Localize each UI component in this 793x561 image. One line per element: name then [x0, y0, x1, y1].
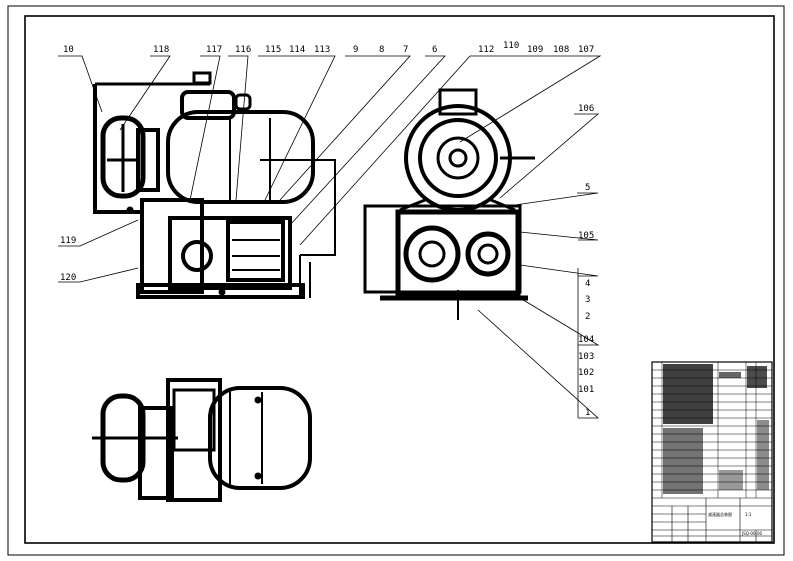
parts-list — [652, 362, 772, 499]
callout-105: 105 — [578, 231, 594, 241]
callout-119: 119 — [60, 236, 76, 246]
callout-102: 102 — [578, 368, 594, 378]
callout-3: 3 — [585, 295, 590, 305]
callout-10: 10 — [63, 45, 74, 55]
callout-112: 112 — [478, 45, 494, 55]
callout-2: 2 — [585, 312, 590, 322]
callout-labels: 10 118 117 116 115 114 113 9 8 7 6 112 1… — [60, 41, 594, 418]
leader-lines — [58, 55, 602, 419]
callout-7: 7 — [403, 45, 408, 55]
callout-4: 4 — [585, 279, 590, 289]
inner-border — [24, 15, 775, 544]
title-block-title: 减速器总装图 — [708, 511, 732, 517]
callout-116: 116 — [235, 45, 251, 55]
title-area — [652, 498, 772, 542]
callout-115: 115 — [265, 45, 281, 55]
title-block-scale: 1:1 — [745, 512, 752, 517]
outer-border — [7, 5, 785, 556]
callout-118: 118 — [153, 45, 169, 55]
callout-6: 6 — [432, 45, 437, 55]
callout-9: 9 — [353, 45, 358, 55]
callout-110: 110 — [503, 41, 519, 51]
callout-120: 120 — [60, 273, 76, 283]
callout-103: 103 — [578, 352, 594, 362]
title-block-drawing-no: JSQ-00-00 — [741, 531, 763, 536]
callout-109: 109 — [527, 45, 543, 55]
callout-113: 113 — [314, 45, 330, 55]
callout-1: 1 — [585, 408, 590, 418]
side-view — [363, 88, 535, 320]
callout-106: 106 — [578, 104, 594, 114]
callout-104: 104 — [578, 335, 594, 345]
callout-107: 107 — [578, 45, 594, 55]
callout-114: 114 — [289, 45, 305, 55]
front-view — [93, 71, 336, 299]
callout-117: 117 — [206, 45, 222, 55]
callout-101: 101 — [578, 385, 594, 395]
callout-8: 8 — [379, 45, 384, 55]
top-view — [92, 378, 312, 502]
callout-108: 108 — [553, 45, 569, 55]
callout-5: 5 — [585, 183, 590, 193]
title-block — [651, 361, 773, 543]
